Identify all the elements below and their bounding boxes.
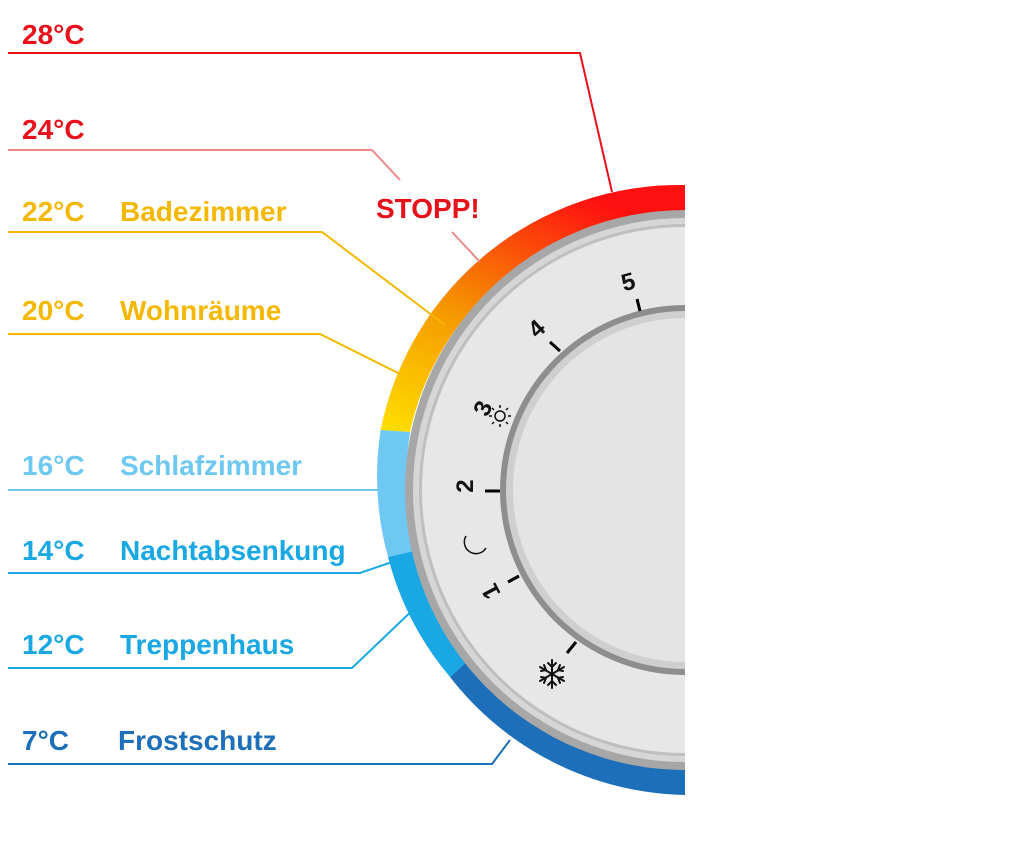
temp-label-22: 22°C [22, 196, 85, 227]
leader-14 [8, 561, 393, 574]
temp-label-16: 16°C [22, 450, 85, 481]
thermostat-dial: 5 4 3 2 1 [377, 184, 685, 795]
sun-icon [489, 405, 511, 427]
room-label-nachtabsenkung: Nachtabsenkung [120, 535, 346, 566]
leader-20 [8, 333, 401, 375]
tick-frost [565, 641, 578, 654]
leader-lines [8, 52, 613, 765]
dial-number-2: 2 [452, 479, 479, 492]
temp-label-12: 12°C [22, 629, 85, 660]
snowflake-icon [539, 659, 565, 689]
leader-28 [8, 52, 613, 193]
temperature-labels: 28°C 24°C 22°C Badezimmer 20°C Wohnräume… [22, 19, 480, 756]
mid-blue-arc [388, 550, 472, 677]
tick-4 [548, 340, 562, 353]
leader-22 [8, 231, 446, 326]
tick-5 [635, 298, 642, 312]
leader-12 [8, 604, 419, 669]
temp-label-24: 24°C [22, 114, 85, 145]
room-label-treppenhaus: Treppenhaus [120, 629, 294, 660]
leader-24 [8, 149, 401, 181]
temp-label-28: 28°C [22, 19, 85, 50]
room-label-schlafzimmer: Schlafzimmer [120, 450, 302, 481]
warm-arc [380, 184, 685, 432]
room-label-wohnraeume: Wohnräume [120, 295, 281, 326]
room-label-badezimmer: Badezimmer [120, 196, 287, 227]
temp-label-20: 20°C [22, 295, 85, 326]
temp-label-14: 14°C [22, 535, 85, 566]
leader-stopp [451, 231, 481, 263]
inner-knob [513, 318, 685, 662]
moon-icon [463, 535, 487, 555]
temp-label-7: 7°C [22, 725, 69, 756]
tick-1 [507, 574, 520, 584]
room-label-frostschutz: Frostschutz [118, 725, 277, 756]
stopp-warning: STOPP! [376, 193, 480, 224]
leader-7 [8, 739, 511, 765]
